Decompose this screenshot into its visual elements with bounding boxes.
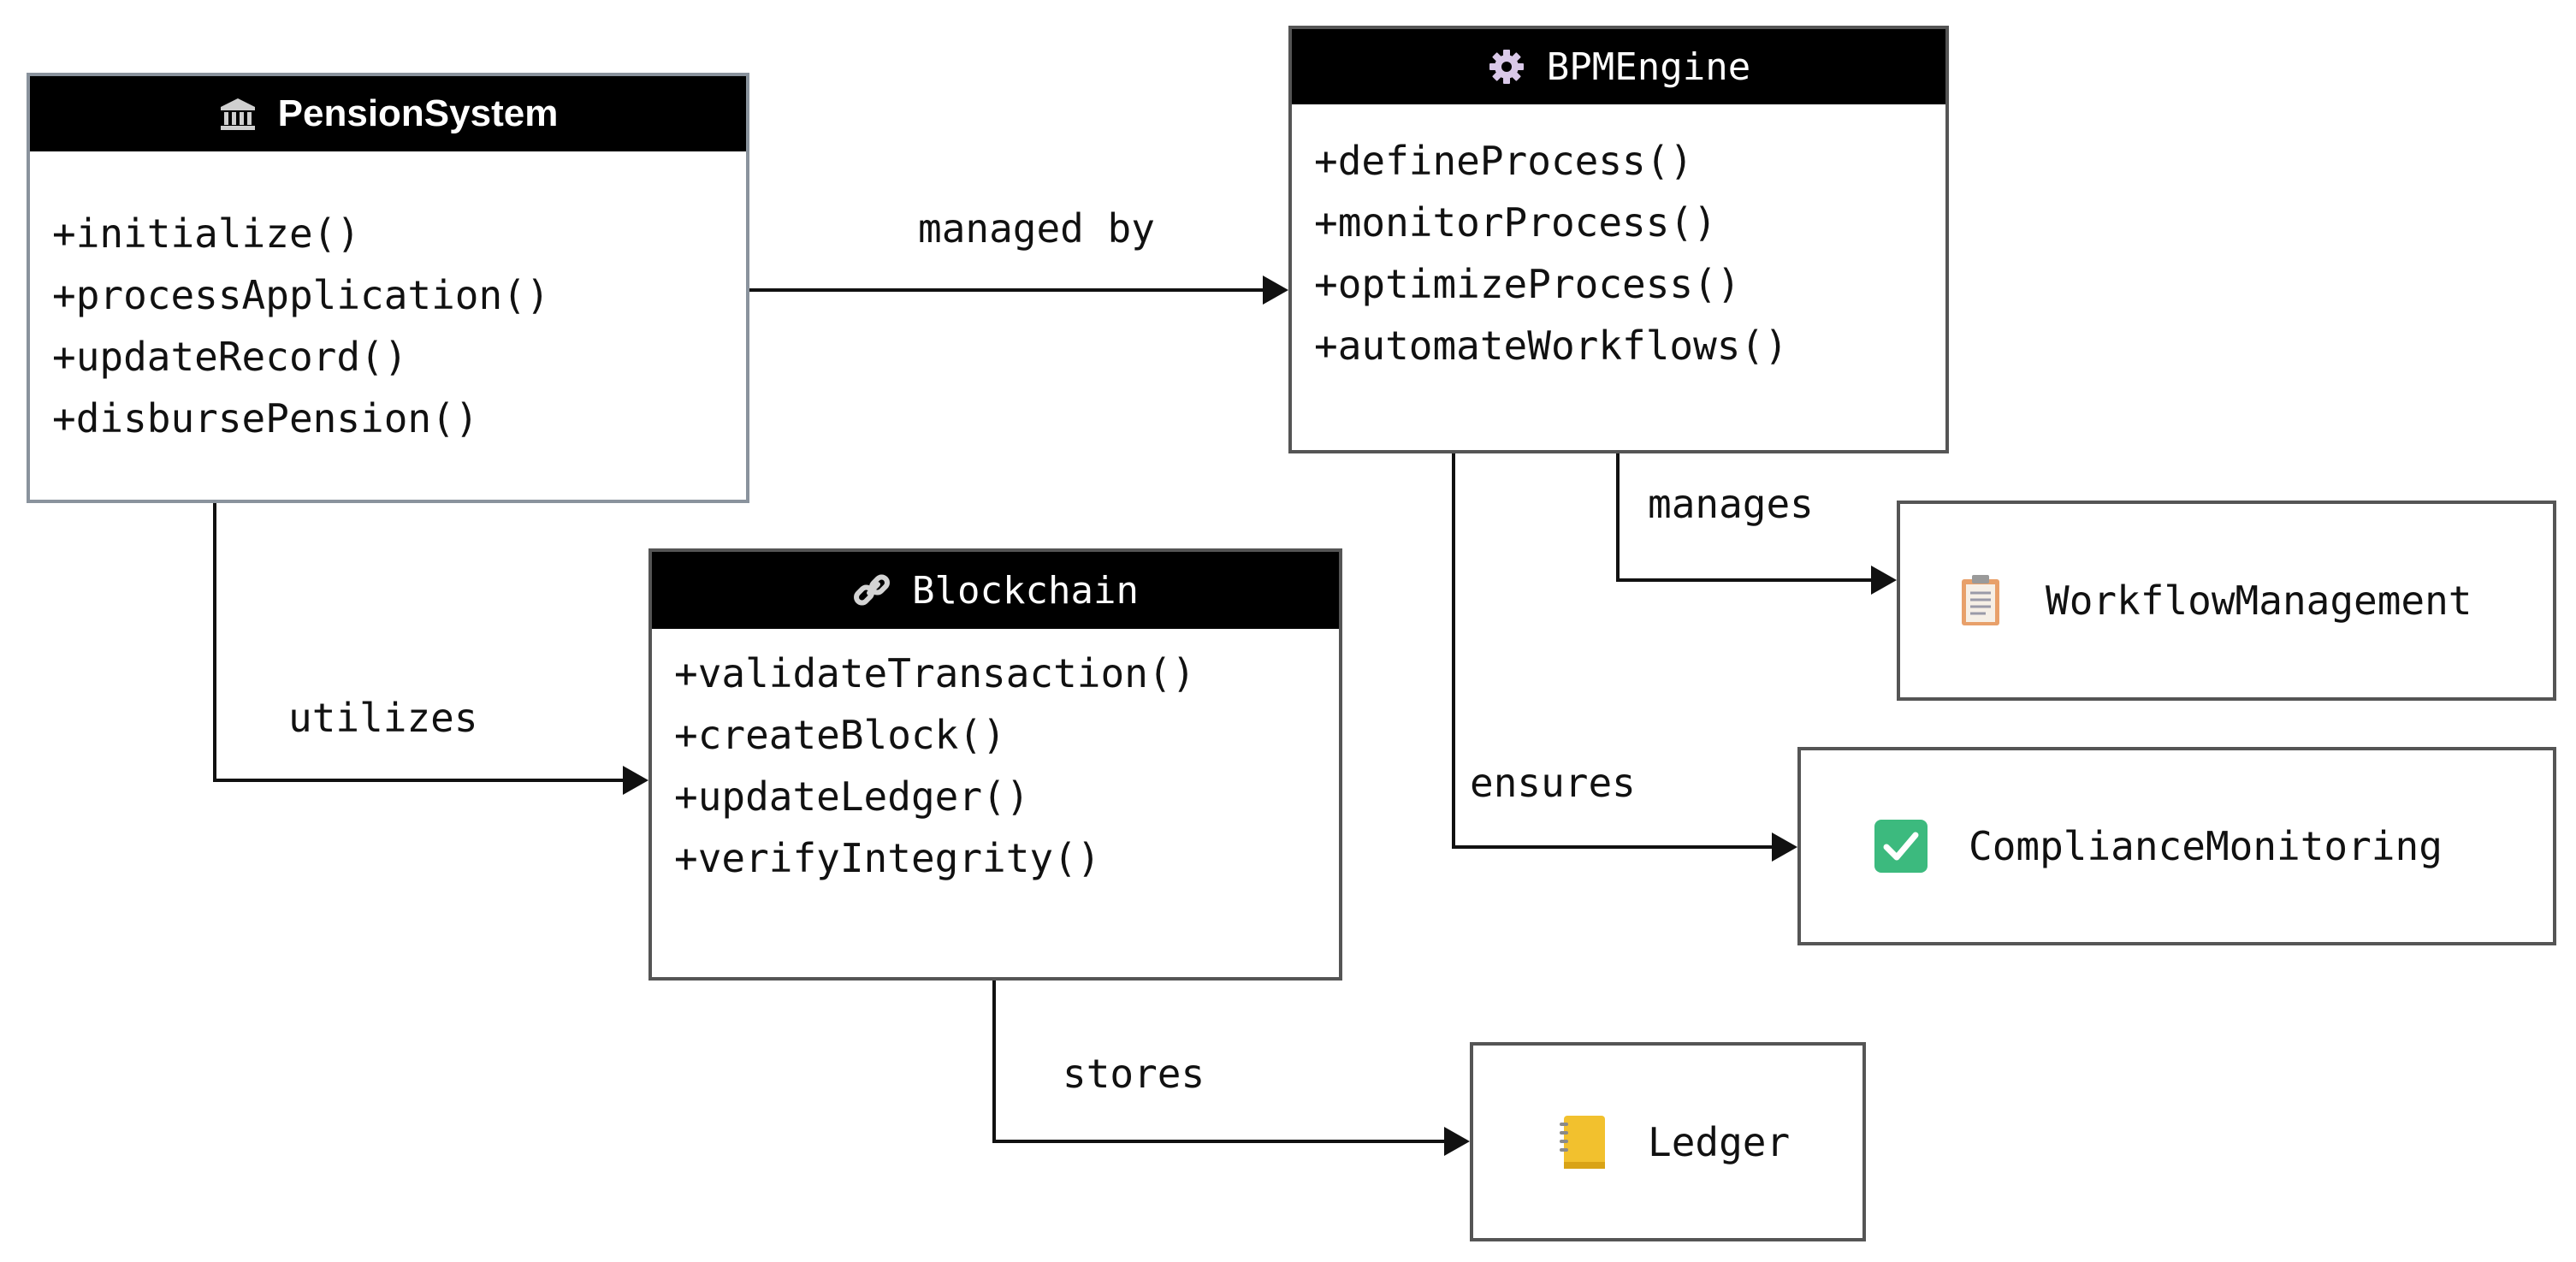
method: +optimizeProcess(): [1314, 261, 1741, 307]
node-label: ComplianceMonitoring: [1969, 823, 2443, 869]
edge-label-manages: manages: [1648, 481, 1814, 527]
edge-label-managed-by: managed by: [918, 205, 1155, 252]
edge-manages: [1616, 453, 1897, 595]
node-label: WorkflowManagement: [2046, 578, 2472, 624]
node-ledger[interactable]: Ledger: [1470, 1042, 1866, 1241]
method: +processApplication(): [52, 272, 550, 318]
node-compliance-monitoring[interactable]: ComplianceMonitoring: [1797, 747, 2556, 945]
method: +updateLedger(): [674, 773, 1030, 820]
method: +automateWorkflows(): [1314, 323, 1788, 369]
class-blockchain[interactable]: Blockchain +validateTransaction() +creat…: [648, 548, 1342, 981]
link-icon: [854, 574, 891, 606]
class-title: BPMEngine: [1546, 44, 1751, 89]
method: +validateTransaction(): [674, 650, 1196, 696]
class-bpm-engine[interactable]: BPMEngine +defineProcess() +monitorProce…: [1288, 26, 1949, 453]
method: +disbursePension(): [52, 395, 479, 441]
method: +defineProcess(): [1314, 138, 1694, 184]
method-list: +validateTransaction() +createBlock() +u…: [674, 643, 1195, 889]
edge-stores: [992, 981, 1470, 1156]
method: +initialize(): [52, 210, 361, 257]
edge-managed-by: [749, 276, 1288, 305]
method-list: +defineProcess() +monitorProcess() +opti…: [1314, 130, 1788, 376]
edge-ensures: [1452, 453, 1797, 862]
method: +updateRecord(): [52, 334, 408, 380]
notebook-icon: [1560, 1115, 1605, 1169]
gear-icon: [1489, 50, 1524, 84]
method: +verifyIntegrity(): [674, 835, 1101, 881]
edge-label-utilizes: utilizes: [288, 695, 478, 741]
class-title: PensionSystem: [277, 92, 559, 134]
class-header: Blockchain: [652, 552, 1339, 629]
edge-label-stores: stores: [1063, 1051, 1205, 1097]
edge-label-ensures: ensures: [1470, 760, 1636, 806]
class-header: PensionSystem: [30, 76, 746, 151]
node-label: Ledger: [1648, 1118, 1791, 1165]
node-workflow-management[interactable]: WorkflowManagement: [1897, 501, 2556, 701]
clipboard-icon: [1962, 575, 1999, 625]
class-title: Blockchain: [912, 568, 1139, 613]
bank-icon: [220, 98, 255, 130]
checkmark-icon: [1874, 820, 1928, 873]
edge-utilizes: [213, 503, 648, 795]
method: +createBlock(): [674, 712, 1006, 758]
method: +monitorProcess(): [1314, 199, 1717, 246]
class-header: BPMEngine: [1292, 29, 1945, 104]
method-list: +initialize() +processApplication() +upd…: [52, 203, 550, 449]
class-pension-system[interactable]: PensionSystem +initialize() +processAppl…: [27, 73, 749, 503]
